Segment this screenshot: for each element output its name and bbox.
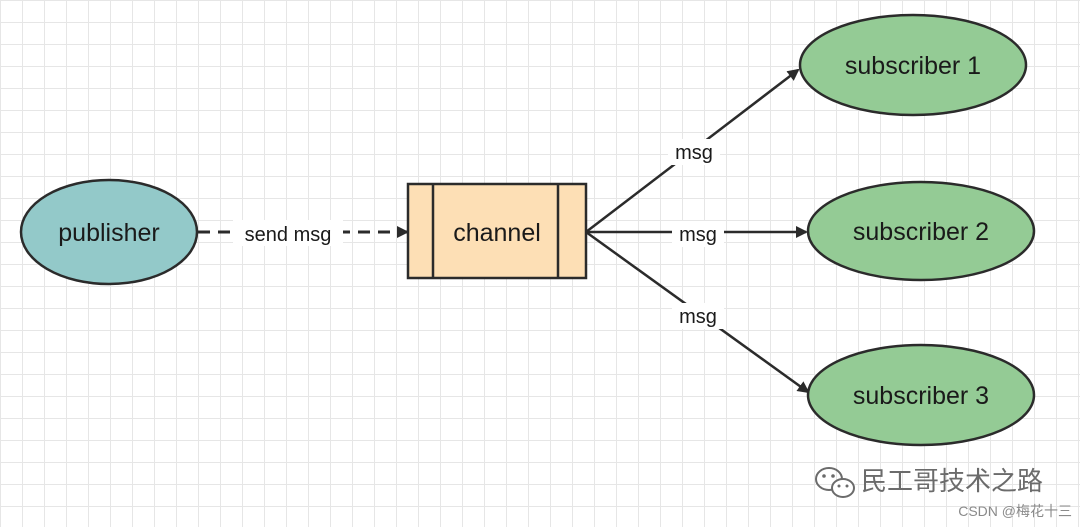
node-subscriber-3: subscriber 3 xyxy=(806,343,1036,447)
node-subscriber-1-label: subscriber 1 xyxy=(845,52,981,80)
edge-to-subscriber-3-label-bg xyxy=(672,303,724,329)
edge-to-subscriber-1-label-bg xyxy=(668,139,720,165)
watermark-csdn: CSDN @梅花十三 xyxy=(958,503,1072,519)
wechat-icon xyxy=(815,467,855,498)
edge-send-msg-label: send msg xyxy=(245,224,332,246)
node-subscriber-1: subscriber 1 xyxy=(798,13,1028,117)
node-subscriber-2-shape xyxy=(806,180,1036,282)
node-channel-label: channel xyxy=(453,219,541,247)
node-publisher: publisher xyxy=(19,178,199,286)
edge-to-subscriber-3-label: msg xyxy=(679,306,717,328)
node-subscriber-2: subscriber 2 xyxy=(806,180,1036,282)
node-subscriber-1-shape xyxy=(798,13,1028,117)
node-publisher-shape xyxy=(19,178,199,286)
edge-to-subscriber-3: msg xyxy=(585,230,810,394)
edge-send-msg: send msg xyxy=(198,220,409,246)
node-subscriber-3-label: subscriber 3 xyxy=(853,382,989,410)
edge-to-subscriber-2-label-bg xyxy=(672,221,724,247)
watermark-account-name: 民工哥技术之路 xyxy=(861,466,1043,496)
node-publisher-label: publisher xyxy=(58,219,159,247)
edge-send-msg-label-bg xyxy=(233,220,343,246)
watermark: 民工哥技术之路 CSDN @梅花十三 xyxy=(815,466,1072,519)
edge-to-subscriber-2: msg xyxy=(586,221,808,247)
edge-to-subscriber-2-label: msg xyxy=(679,224,717,246)
node-channel: channel xyxy=(406,182,588,280)
edge-to-subscriber-1-label: msg xyxy=(675,142,713,164)
edge-to-subscriber-1: msg xyxy=(585,68,800,233)
node-channel-shape xyxy=(406,182,588,280)
node-subscriber-3-shape xyxy=(806,343,1036,447)
node-subscriber-2-label: subscriber 2 xyxy=(853,218,989,246)
